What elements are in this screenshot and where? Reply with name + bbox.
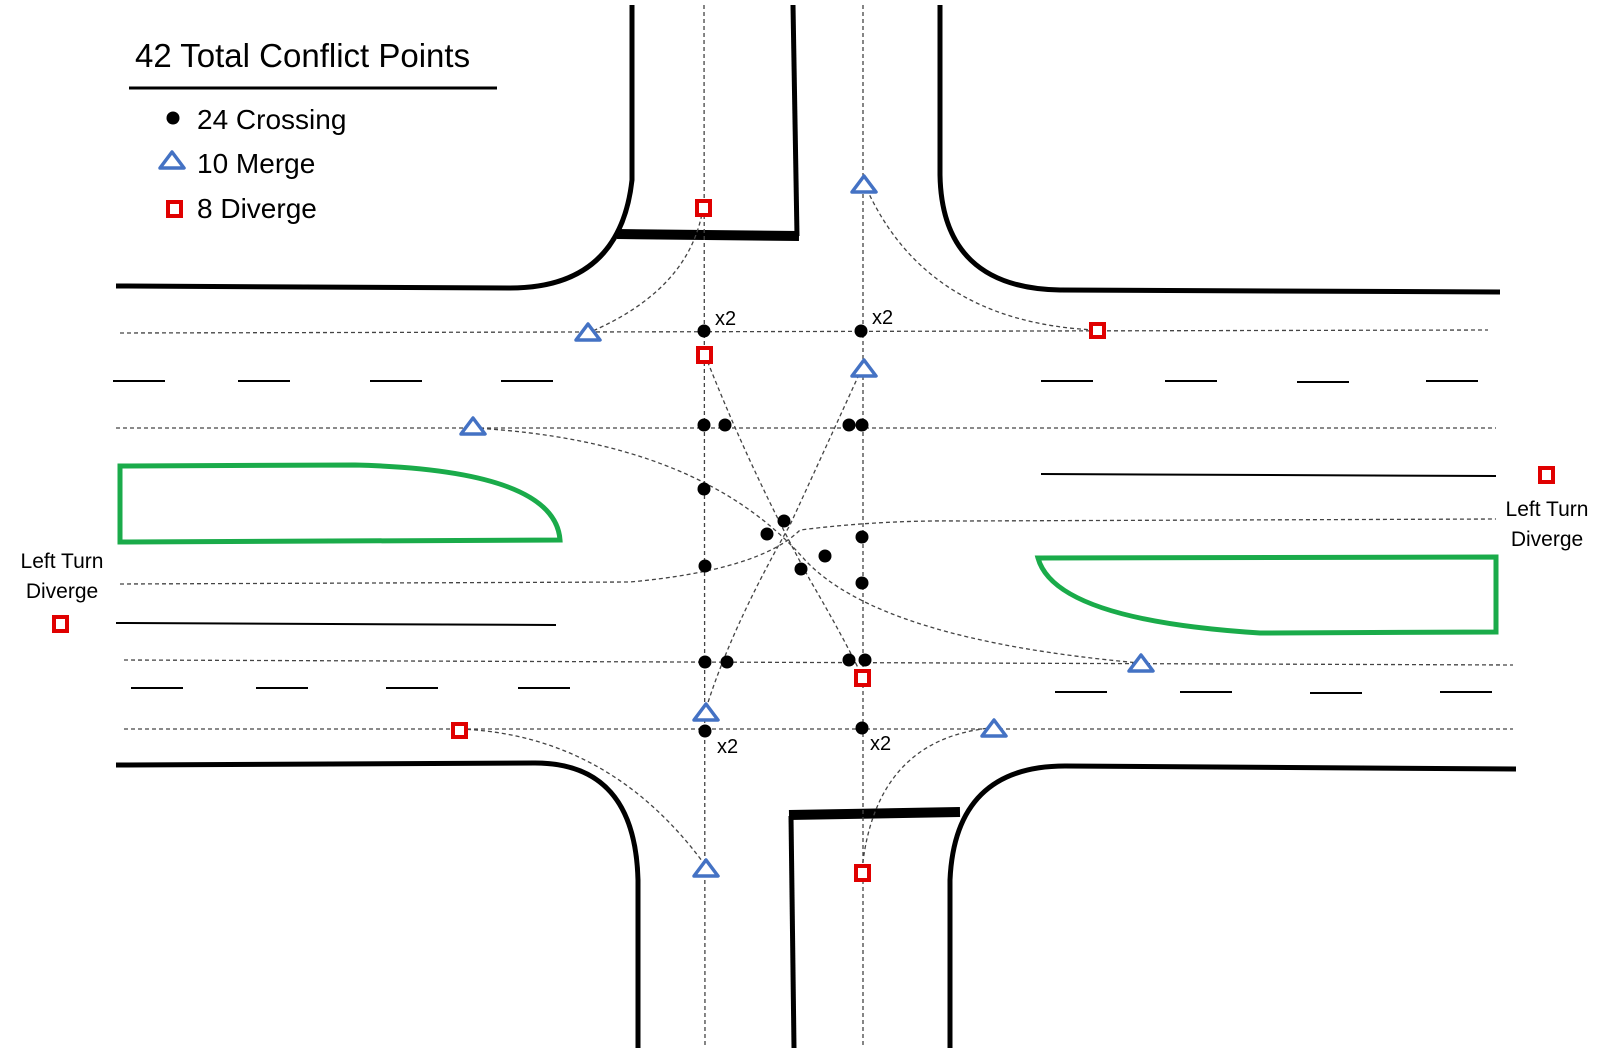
crossing-points: [697, 324, 872, 738]
crossing-point: [794, 562, 808, 576]
diverge-square-icon: [451, 722, 468, 739]
crossing-point: [697, 482, 711, 496]
crossing-dot-icon: [166, 111, 180, 125]
path-right-turn-wb: [864, 184, 1096, 331]
merge-triangle-icon: [850, 358, 878, 378]
legend-title: 42 Total Conflict Points: [135, 37, 470, 74]
median-west: [117, 462, 563, 545]
curb-top-left: [115, 5, 635, 291]
legend-diverge: 8 Diverge: [197, 193, 317, 224]
merge-triangle-icon: [980, 718, 1008, 738]
diverge-square-icon: [166, 200, 183, 218]
crossing-point: [697, 418, 711, 432]
diverge-square-icon: [1538, 466, 1555, 484]
path-through-wb: [119, 329, 1489, 334]
merge-triangle-icon: [574, 322, 602, 342]
crossing-point: [698, 724, 712, 738]
lane-markings: [113, 380, 1497, 694]
merge-triangle-icon: [692, 858, 720, 878]
left-turn-diverge-labels: Left Turn Diverge Left Turn Diverge: [21, 498, 1589, 603]
curb-bottom-right: [947, 763, 1517, 1048]
crossing-point: [854, 324, 868, 338]
crossing-point: [720, 655, 734, 669]
merge-triangle-icon: [850, 174, 878, 194]
crossing-point: [855, 576, 869, 590]
legend: 42 Total Conflict Points 24 Crossing 10 …: [129, 37, 497, 224]
path-right-turn-sb: [587, 207, 704, 334]
crossing-point: [760, 527, 774, 541]
path-right-turn-eb: [459, 728, 706, 866]
legend-merge: 10 Merge: [197, 148, 315, 179]
left-turn-diverge-label-left: Diverge: [26, 580, 98, 603]
crossing-point: [718, 418, 732, 432]
path-through-sb: [703, 4, 706, 1049]
multiplier-label: x2: [872, 307, 893, 329]
path-right-turn-nb: [861, 727, 991, 871]
merge-triangle-icon: [158, 150, 186, 170]
merge-triangle-icon: [692, 702, 720, 722]
crossing-point: [777, 514, 791, 528]
medians: [117, 462, 1499, 636]
median-east: [1034, 554, 1499, 636]
diverge-square-icon: [1089, 322, 1106, 339]
crossing-point: [698, 655, 712, 669]
lane-solid-east: [1040, 473, 1497, 477]
crossing-point: [842, 418, 856, 432]
curb-top-right: [937, 5, 1501, 295]
diverge-square-icon: [854, 864, 871, 882]
left-turn-diverge-label-left: Left Turn: [21, 550, 104, 573]
merge-points: [459, 174, 1155, 878]
path-left-turn-eb: [119, 518, 1497, 585]
path-through-eb-2: [123, 659, 1514, 666]
diverge-square-icon: [695, 199, 712, 217]
curb-north-divider: [790, 4, 800, 237]
crossing-point: [842, 653, 856, 667]
curb-south-divider: [788, 815, 797, 1049]
curb-bottom-left: [115, 760, 641, 1048]
left-turn-diverge-label-right: Diverge: [1511, 528, 1583, 551]
crossing-point: [855, 418, 869, 432]
path-left-turn-wb: [472, 427, 1141, 664]
merge-triangle-icon: [459, 416, 487, 436]
path-left-turn-sb: [704, 354, 863, 677]
merge-triangle-icon: [1127, 653, 1155, 673]
legend-crossing: 24 Crossing: [197, 104, 346, 135]
diverge-square-icon: [696, 346, 713, 364]
multiplier-label: x2: [717, 736, 738, 758]
crossing-point: [697, 324, 711, 338]
stop-bar-north: [616, 229, 800, 241]
crossing-point: [698, 559, 712, 573]
multiplier-labels: x2 x2 x2 x2: [715, 307, 893, 758]
diverge-square-icon: [854, 669, 871, 687]
lane-solid-west: [115, 622, 557, 626]
multiplier-label: x2: [870, 733, 891, 755]
crossing-point: [818, 549, 832, 563]
vehicle-paths: [116, 4, 1514, 1049]
road-curbs: [115, 4, 1517, 1049]
diverge-square-icon: [52, 615, 69, 633]
left-turn-diverge-label-right: Left Turn: [1506, 498, 1589, 521]
crossing-point: [855, 530, 869, 544]
multiplier-label: x2: [715, 308, 736, 330]
diverge-points: [52, 199, 1555, 882]
crossing-point: [855, 721, 869, 735]
crossing-point: [858, 653, 872, 667]
